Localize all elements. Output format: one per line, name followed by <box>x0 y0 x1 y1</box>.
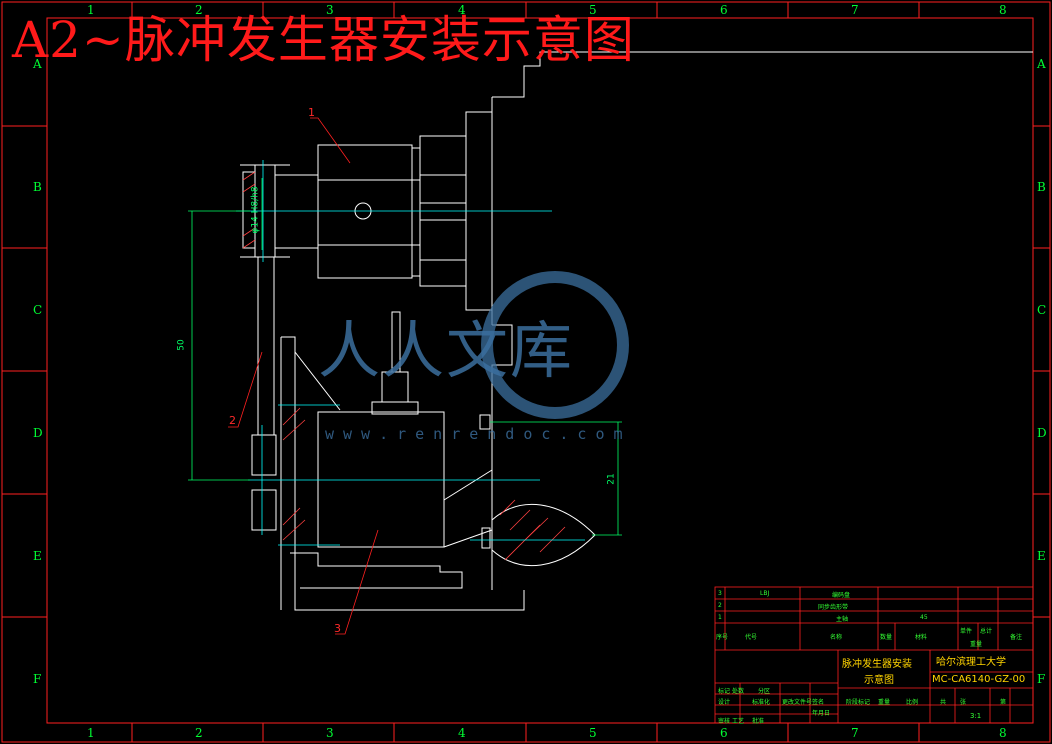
tb-drawing-name-2: 示意图 <box>864 675 894 686</box>
tb-header-no: 序号 <box>716 634 729 641</box>
tb-sign-zone: 分区 <box>758 688 771 695</box>
tb-sign-process: 工艺 <box>732 718 745 725</box>
zone-row-D: D <box>33 426 43 440</box>
zone-row-E: E <box>33 549 42 563</box>
tb-header-name: 名称 <box>830 634 843 641</box>
zone-row-D-right: D <box>1037 426 1047 440</box>
tb-school: 哈尔滨理工大学 <box>936 657 1006 668</box>
tb-sign-total-sheets: 共 <box>940 699 947 706</box>
tb-row3-no: 3 <box>718 590 722 597</box>
pulley-assembly <box>240 164 290 531</box>
tb-header-code: 代号 <box>745 634 758 641</box>
tb-header-remarks: 备注 <box>1010 634 1023 641</box>
zone-col-8: 8 <box>999 3 1007 17</box>
tb-sign-sheet-no: 第 <box>1000 699 1007 706</box>
tb-sign-mark: 标记 <box>718 688 731 695</box>
tb-header-total: 总计 <box>980 628 993 635</box>
zone-col-5-bottom: 5 <box>589 726 597 740</box>
zone-col-3: 3 <box>326 3 334 17</box>
zone-row-B-right: B <box>1037 180 1046 194</box>
tb-row1-no: 1 <box>718 614 722 621</box>
leader-lines <box>228 117 379 635</box>
fit-dimension: φ14 H8/h8 <box>250 186 261 234</box>
encoder-bracket-part3 <box>280 311 596 611</box>
tb-row1-name: 主轴 <box>836 616 849 623</box>
zone-col-1: 1 <box>87 3 95 17</box>
tb-header-qty: 数量 <box>880 634 893 641</box>
tb-sign-design: 设计 <box>718 699 731 706</box>
zone-row-A-right: A <box>1037 57 1046 71</box>
zone-col-4: 4 <box>458 3 466 17</box>
zone-col-7-bottom: 7 <box>851 726 859 740</box>
tb-sign-change: 更改文件号 <box>782 699 813 706</box>
tb-sign-review: 审核 <box>718 718 731 725</box>
zone-col-1-bottom: 1 <box>87 726 95 740</box>
zone-col-6-bottom: 6 <box>720 726 728 740</box>
tb-sign-scale: 比例 <box>906 699 919 706</box>
zone-row-A: A <box>33 57 42 71</box>
zone-row-E-right: E <box>1037 549 1046 563</box>
zone-col-3-bottom: 3 <box>326 726 334 740</box>
tb-sign-count: 处数 <box>732 688 745 695</box>
title-block-grid <box>714 586 1034 724</box>
tb-drawing-name-1: 脉冲发生器安装 <box>842 659 912 670</box>
pulley-hatching <box>242 171 256 249</box>
zone-col-5: 5 <box>589 3 597 17</box>
tb-row2-name: 同步齿形带 <box>818 604 849 611</box>
tb-header-weight: 重量 <box>970 641 983 648</box>
tb-header-material: 材料 <box>915 634 928 641</box>
tb-sign-weight: 重量 <box>878 699 891 706</box>
zone-col-6: 6 <box>720 3 728 17</box>
tb-sign-stage: 阶段标记 <box>846 699 871 706</box>
tb-sign-standard: 标准化 <box>752 699 771 706</box>
watermark-brand: 人人文库 <box>318 314 575 387</box>
zone-row-C: C <box>33 303 43 317</box>
zone-col-8-bottom: 8 <box>999 726 1007 740</box>
part-label-3: 3 <box>334 622 341 635</box>
tb-row3-code: LBJ <box>760 590 770 597</box>
bracket-hatching <box>282 407 566 561</box>
part-label-1: 1 <box>308 106 315 119</box>
watermark-logo <box>481 271 629 419</box>
part-label-2: 2 <box>229 414 236 427</box>
zone-col-7: 7 <box>851 3 859 17</box>
tb-scale: 3:1 <box>970 712 982 720</box>
tb-drawing-number: MC-CA6140-GZ-00 <box>932 674 1026 685</box>
tb-sign-signature: 签名 <box>812 699 825 706</box>
tb-row1-material: 45 <box>920 614 928 621</box>
tb-sign-date: 年月日 <box>812 710 831 717</box>
tb-sign-approve: 批准 <box>752 718 765 725</box>
tb-sign-sheet: 张 <box>960 699 967 706</box>
tb-row3-name: 编码盘 <box>832 592 851 599</box>
tb-header-unit: 单件 <box>960 628 973 635</box>
center-lines <box>236 160 585 546</box>
zone-col-4-bottom: 4 <box>458 726 466 740</box>
tb-row2-no: 2 <box>718 602 722 609</box>
zone-row-B: B <box>33 180 42 194</box>
watermark-url: www.renrendoc.com <box>325 425 632 443</box>
dimension-lines <box>188 178 622 536</box>
vertical-dimension-50: 50 <box>176 339 187 351</box>
zone-row-F: F <box>33 672 42 686</box>
zone-row-F-right: F <box>1037 672 1046 686</box>
zone-row-C-right: C <box>1037 303 1047 317</box>
drawing-title: A2~脉冲发生器安装示意图 <box>12 11 635 69</box>
offset-dimension-21: 21 <box>606 473 617 485</box>
zone-col-2: 2 <box>195 3 203 17</box>
zone-col-2-bottom: 2 <box>195 726 203 740</box>
